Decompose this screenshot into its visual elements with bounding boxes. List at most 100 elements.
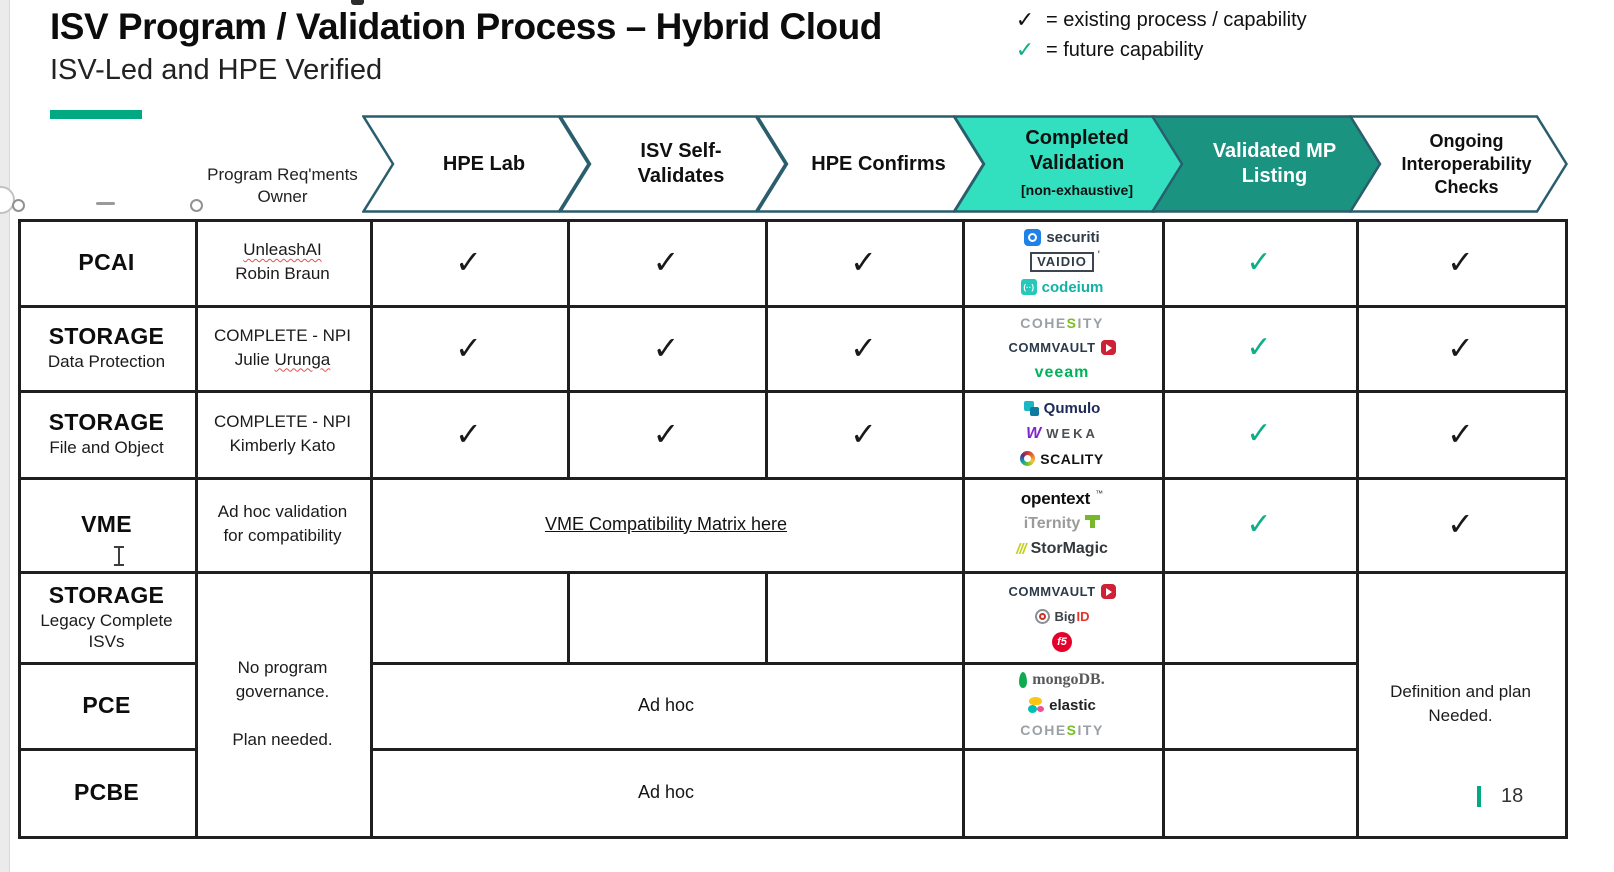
- cohesity-wordmark: COHESITY: [1020, 314, 1104, 331]
- commvault-wordmark: COMMVAULT: [1008, 584, 1096, 599]
- legacy-completed-logos: COMMVAULT Big ID f5: [962, 571, 1162, 662]
- owner-cell-pcai: UnleashAI Robin Braun: [235, 240, 330, 283]
- veeam-logo: veeam: [1035, 360, 1090, 385]
- pcai-completed-logos: securiti VAIDIO codeium: [962, 219, 1162, 305]
- hpe-accent-bar: [50, 110, 142, 119]
- chevron-label-ongoing: Ongoing Interoperability Checks: [1401, 130, 1532, 197]
- dp-validated-mp-check: ✓: [1246, 331, 1272, 364]
- elastic-icon: [1028, 697, 1044, 713]
- table-grid-line: [18, 836, 1568, 839]
- pcai-hpe-confirms-check: ✓: [850, 244, 877, 280]
- future-check-icon: ✓: [1015, 37, 1035, 62]
- fo-isv-self-check: ✓: [652, 415, 680, 452]
- commvault-icon: [1100, 340, 1116, 355]
- table-grid-line: [370, 219, 373, 839]
- codeium-wordmark: codeium: [1041, 278, 1104, 296]
- dp-hpe-confirms-check: ✓: [850, 329, 877, 366]
- bigid-logo: Big ID: [1034, 604, 1089, 629]
- vaidio-logo: VAIDIO: [1030, 248, 1100, 275]
- legend-future: ✓ = future capability: [1014, 35, 1307, 65]
- f5-icon: f5: [1052, 631, 1072, 652]
- chevron-isv-self-validates: [559, 115, 787, 213]
- fo-hpe-lab-check: ✓: [455, 415, 482, 452]
- qumulo-icon: [1023, 401, 1039, 416]
- row-label-storage-legacy: STORAGE Legacy Complete ISVs: [40, 581, 173, 651]
- screen-edge-strip: [0, 0, 10, 872]
- chevron-label-hpe-confirms: HPE Confirms: [811, 152, 946, 175]
- weka-wordmark: WEKA: [1046, 426, 1098, 441]
- qumulo-logo: Qumulo: [1023, 396, 1101, 421]
- securiti-wordmark: securiti: [1046, 228, 1100, 246]
- table-grid-line: [1565, 219, 1568, 839]
- dp-hpe-lab-check: ✓: [455, 329, 482, 366]
- fo-ongoing-check: ✓: [1447, 415, 1474, 452]
- table-grid-line: [567, 571, 570, 662]
- scality-logo: SCALITY: [1020, 446, 1103, 471]
- pcbe-adhoc-cell: Ad hoc: [637, 781, 695, 802]
- commvault-logo: COMMVAULT: [1008, 579, 1116, 604]
- table-grid-line: [18, 748, 198, 751]
- fo-validated-mp-check: ✓: [1246, 417, 1272, 450]
- row-label-vme: VME: [81, 511, 132, 537]
- dp-ongoing-check: ✓: [1447, 329, 1474, 366]
- table-grid-line: [1162, 219, 1165, 839]
- codeium-logo: codeium: [1020, 275, 1104, 300]
- selection-handle-dash[interactable]: [96, 202, 115, 205]
- row-label-pcai: PCAI: [78, 249, 135, 275]
- row-label-storage-dp: STORAGE Data Protection: [47, 323, 166, 371]
- iternity-wordmark: iTernity: [1023, 515, 1081, 532]
- chevron-label-completed-validation: Completed Validation [non-exhaustive]: [1020, 126, 1133, 198]
- bigid-icon: [1034, 609, 1050, 624]
- fo-hpe-confirms-check: ✓: [850, 415, 877, 452]
- iternity-icon: [1085, 514, 1101, 528]
- scality-icon: [1020, 451, 1036, 466]
- mongodb-leaf-icon: [1019, 672, 1028, 688]
- codeium-icon: [1020, 279, 1037, 295]
- mongodb-logo: mongoDB.: [1019, 668, 1105, 693]
- pcai-isv-self-check: ✓: [652, 244, 680, 280]
- ongoing-note-merged-cell: Definition and plan Needed.: [1390, 681, 1531, 725]
- table-grid-line: [18, 219, 1568, 222]
- existing-check-icon: ✓: [1015, 7, 1035, 32]
- stormagic-icon: ///: [1016, 540, 1026, 558]
- row-label-pcbe: PCBE: [73, 779, 140, 805]
- cohesity-logo: COHESITY: [1020, 310, 1104, 335]
- selection-handle-circle[interactable]: [12, 199, 25, 212]
- pcai-validated-mp-check: ✓: [1246, 245, 1272, 279]
- vme-compatibility-matrix-cell: VME Compatibility Matrix here: [370, 477, 962, 571]
- bigid-wordmark: Big: [1054, 609, 1076, 624]
- table-grid-line: [765, 219, 768, 477]
- pcai-ongoing-check: ✓: [1447, 244, 1474, 280]
- weka-icon: W: [1026, 424, 1042, 442]
- table-grid-line: [1356, 219, 1359, 839]
- commvault-logo: COMMVAULT: [1008, 335, 1116, 360]
- table-grid-line: [567, 219, 570, 477]
- securiti-icon: [1024, 228, 1042, 246]
- row-label-pce: PCE: [82, 692, 131, 718]
- commvault-wordmark: COMMVAULT: [1008, 340, 1096, 355]
- owner-note-merged-cell: No program governance. Plan needed.: [232, 657, 333, 749]
- table-grid-line: [18, 477, 1568, 480]
- selection-handle-circle[interactable]: [190, 199, 203, 212]
- securiti-logo: securiti: [1024, 225, 1100, 250]
- legend-future-label: = future capability: [1046, 38, 1204, 61]
- vme-validated-mp-check: ✓: [1246, 507, 1272, 541]
- cohesity-wordmark: COHESITY: [1020, 722, 1104, 738]
- owner-cell-storage-fo: COMPLETE - NPI Kimberly Kato: [214, 411, 351, 455]
- top-edge-artifact: [351, 0, 364, 5]
- table-grid-line: [18, 219, 21, 839]
- dp-completed-logos: COHESITY COMMVAULT veeam: [962, 305, 1162, 390]
- page-number-accent-bar: [1477, 786, 1481, 807]
- dp-isv-self-check: ✓: [652, 329, 680, 366]
- legend-existing: ✓ = existing process / capability: [1014, 5, 1307, 35]
- owner-cell-storage-dp: COMPLETE - NPI Julie Urunga: [214, 325, 351, 369]
- table-grid-line: [18, 390, 1568, 393]
- qumulo-wordmark: Qumulo: [1043, 400, 1101, 417]
- table-grid-line: [962, 219, 965, 839]
- pce-adhoc-cell: Ad hoc: [637, 694, 695, 715]
- commvault-icon: [1100, 584, 1116, 599]
- weka-logo: W WEKA: [1026, 421, 1098, 446]
- vme-compatibility-matrix-link[interactable]: VME Compatibility Matrix here: [544, 513, 788, 534]
- opentext-logo: opentext ™: [1020, 488, 1104, 509]
